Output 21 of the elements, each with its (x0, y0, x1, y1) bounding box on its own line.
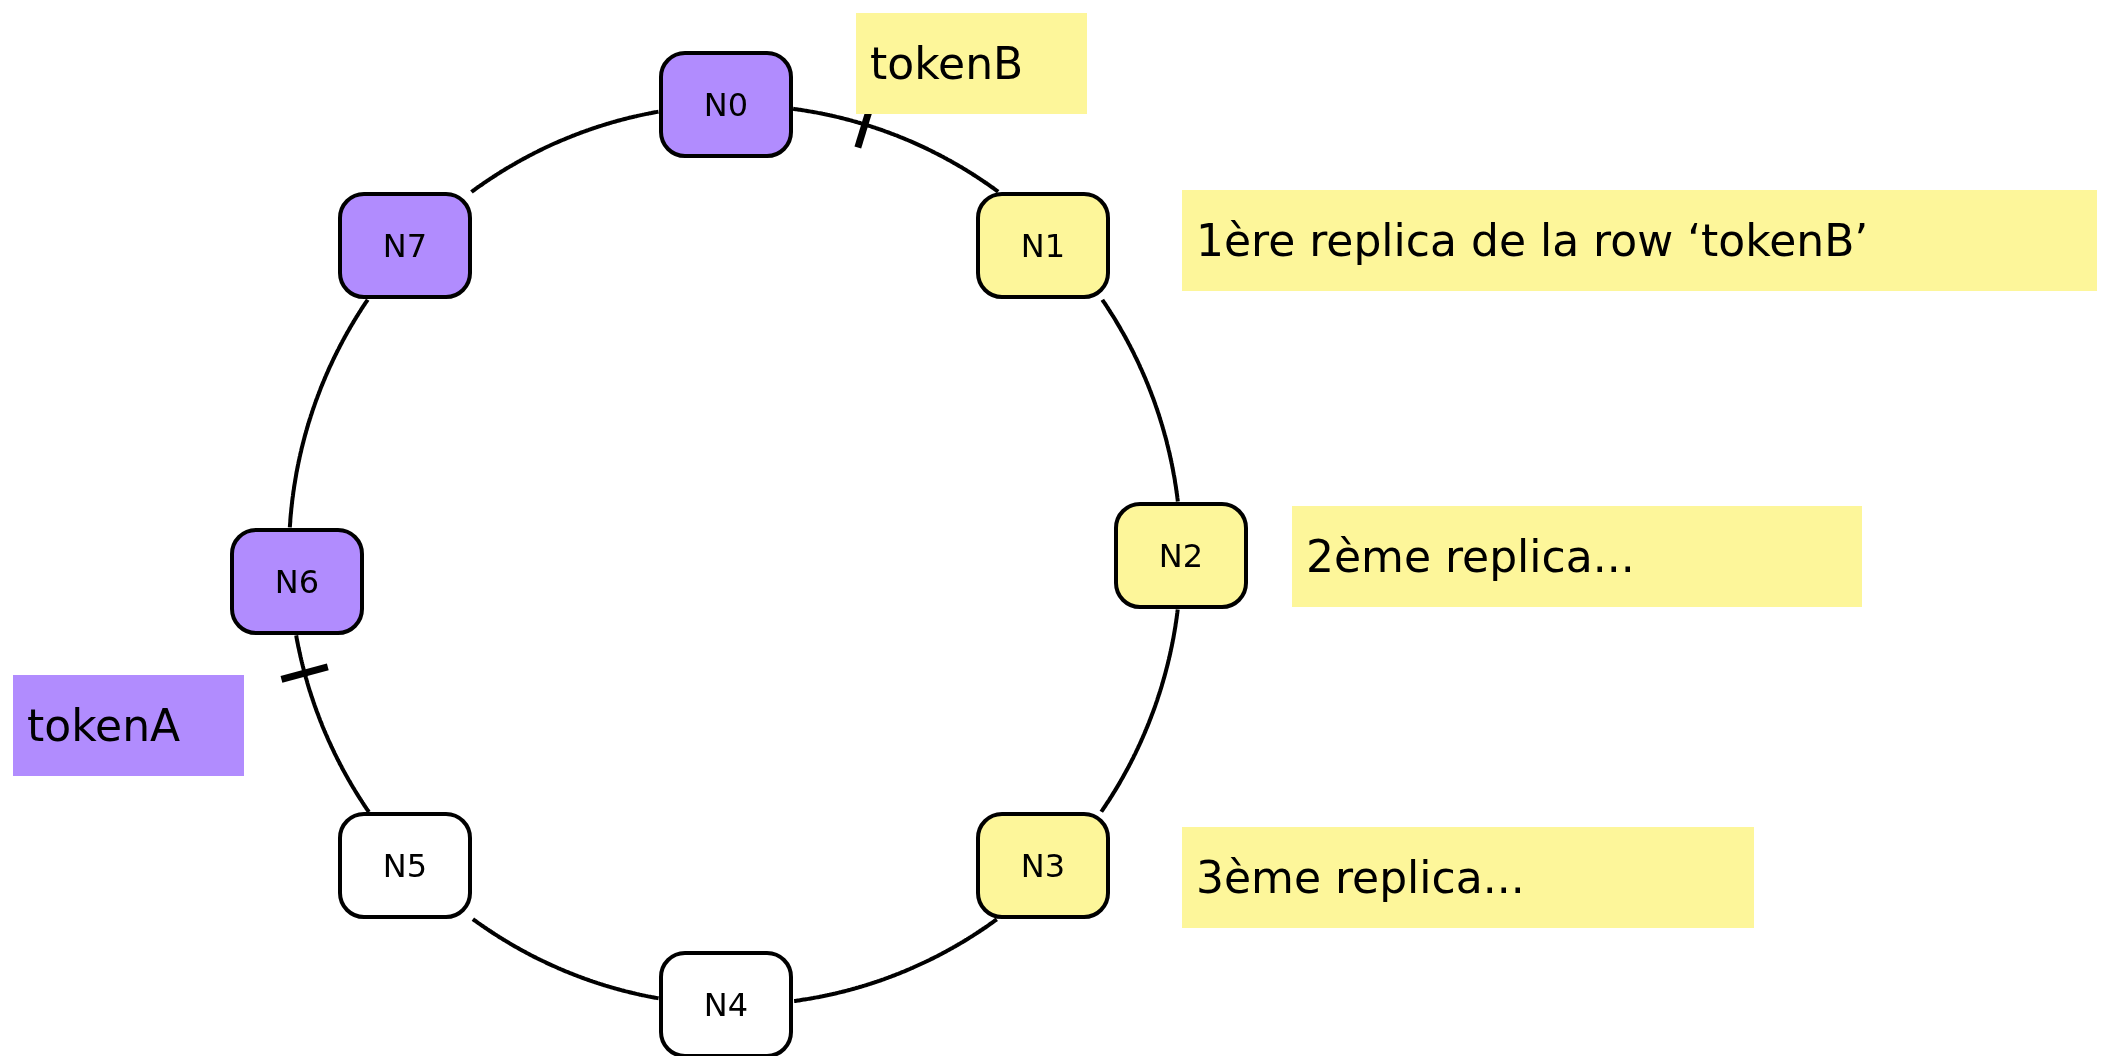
ring-arc (1099, 608, 1180, 813)
note-box: tokenA (13, 675, 244, 776)
server-node-box: N3 (976, 812, 1110, 919)
note-box: 3ème replica... (1182, 827, 1754, 928)
server-node-box: N6 (230, 528, 364, 635)
ring-arc (793, 917, 998, 1003)
server-node-box: N2 (1114, 502, 1248, 609)
server-node-box: N1 (976, 192, 1110, 299)
server-node-box: N0 (659, 51, 793, 158)
ring-arc (1100, 298, 1180, 503)
note-box: tokenB (856, 13, 1087, 114)
ring-arc (471, 917, 660, 1001)
note-box: 1ère replica de la row ‘tokenB’ (1182, 190, 2097, 291)
ring-arc (287, 298, 370, 529)
ring-arc (470, 109, 660, 194)
server-node-box: N5 (338, 812, 472, 919)
note-box: 2ème replica... (1292, 506, 1862, 607)
ring-arc (294, 634, 371, 814)
server-node-box: N4 (659, 951, 793, 1056)
ring-arc (792, 106, 1000, 194)
server-node-box: N7 (338, 192, 472, 299)
